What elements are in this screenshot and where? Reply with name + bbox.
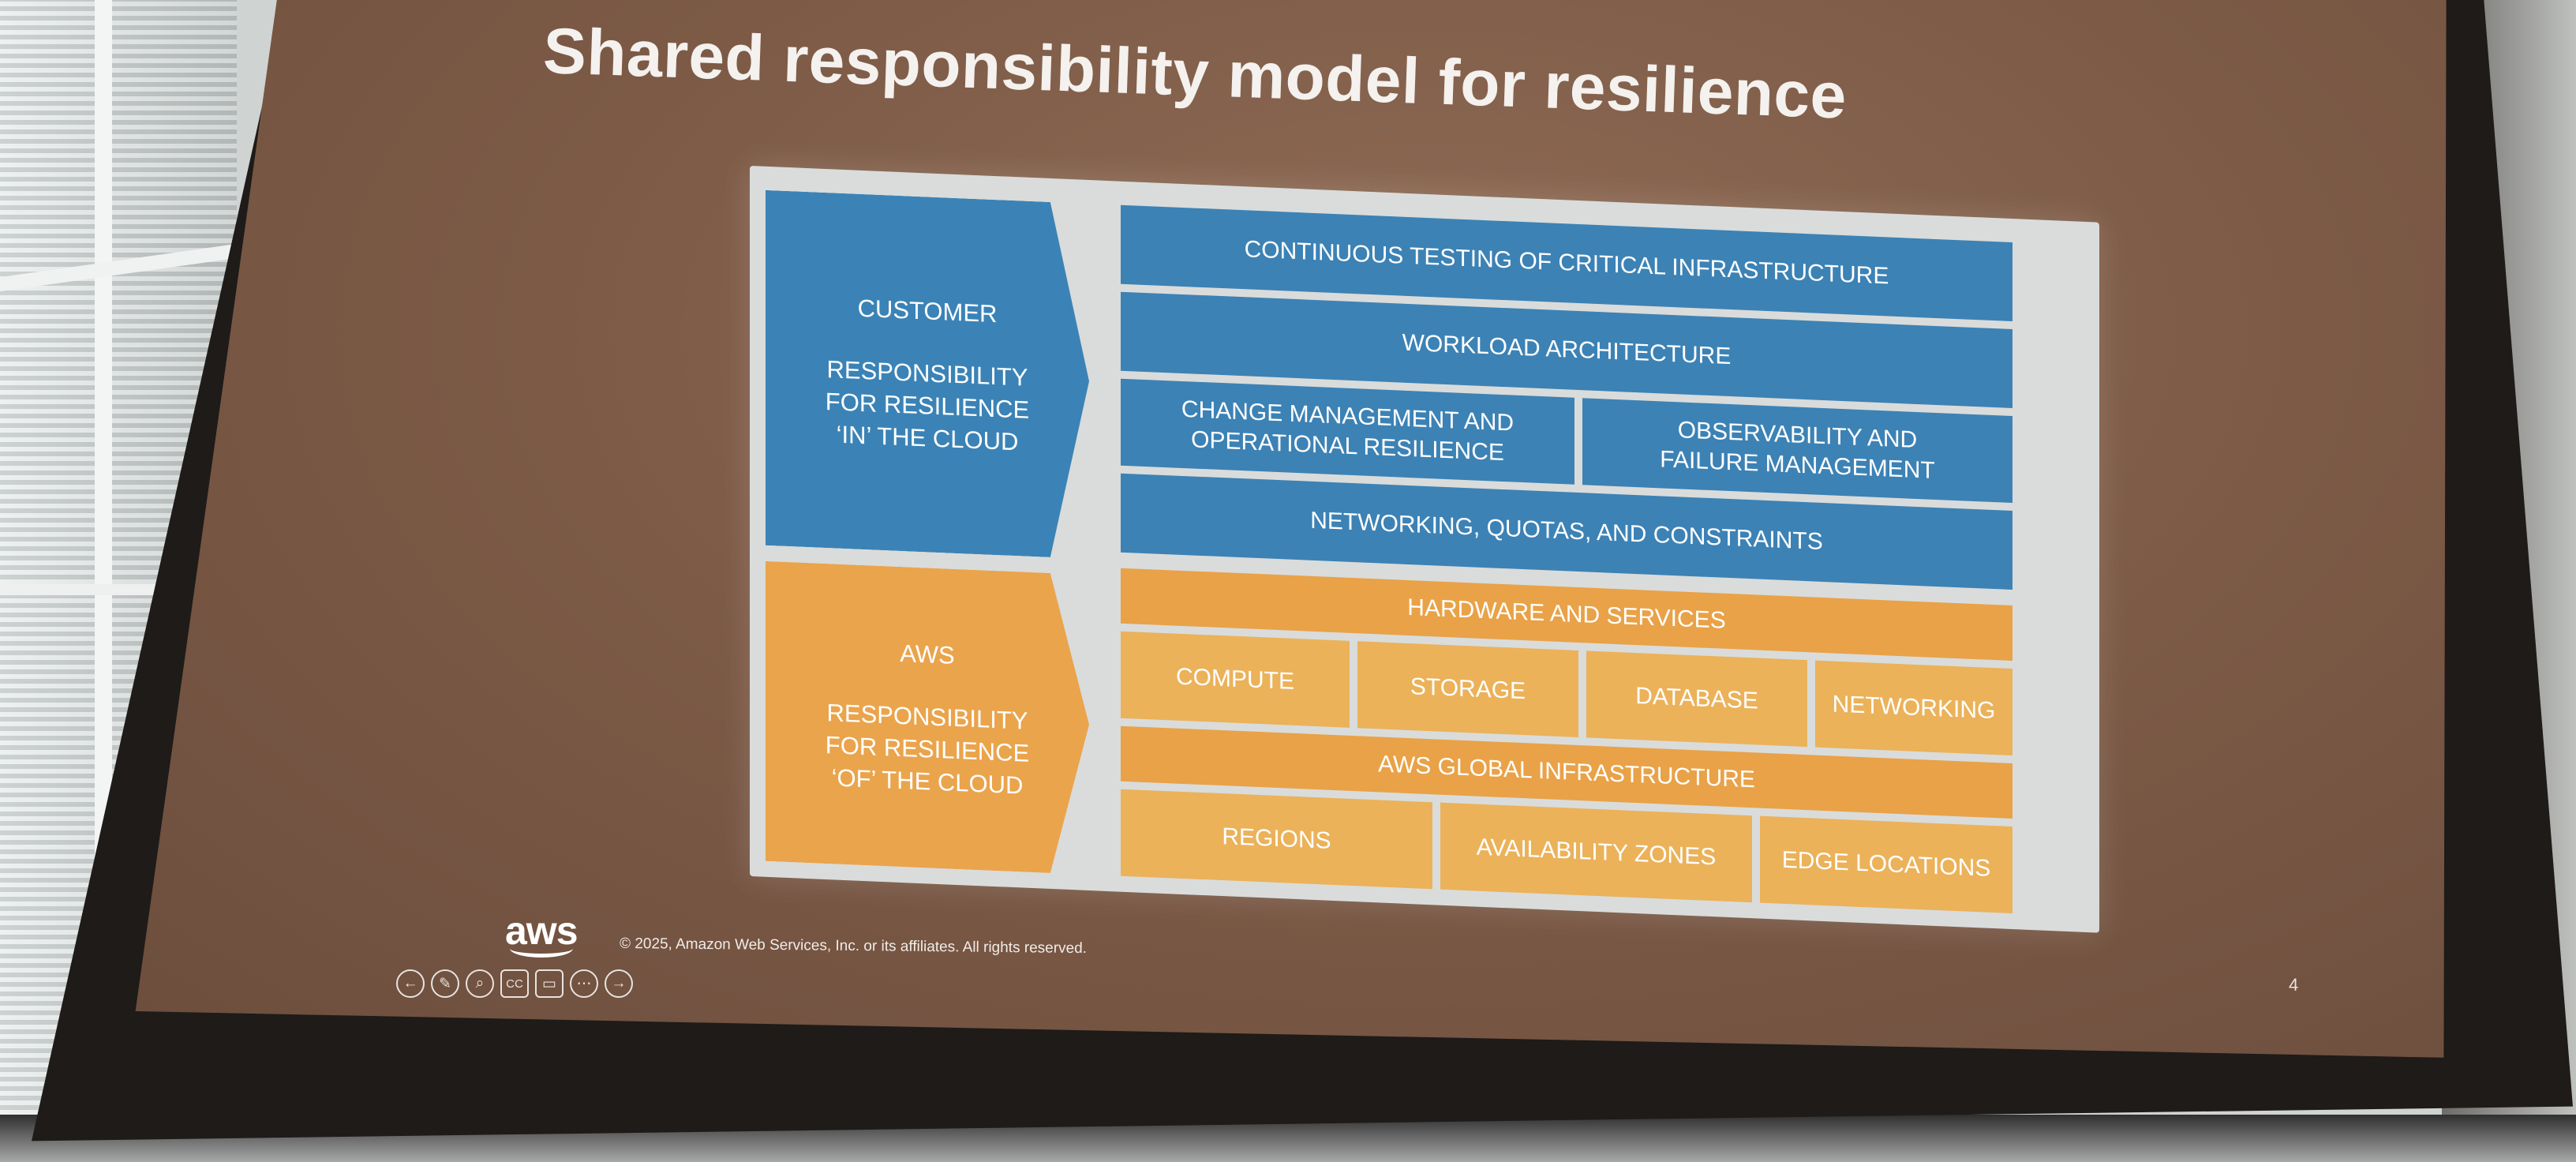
customer-heading: CUSTOMER xyxy=(857,294,998,328)
aws-responsibility-block: AWS RESPONSIBILITY FOR RESILIENCE ‘OF’ T… xyxy=(766,561,1089,875)
customer-responsibility-block: CUSTOMER RESPONSIBILITY FOR RESILIENCE ‘… xyxy=(766,190,1089,559)
availability-zones-cell: AVAILABILITY ZONES xyxy=(1440,802,1752,903)
aws-logo-smile-icon xyxy=(510,939,573,958)
customer-subheading: RESPONSIBILITY FOR RESILIENCE ‘IN’ THE C… xyxy=(825,355,1030,456)
edge-locations-cell: EDGE LOCATIONS xyxy=(1760,815,2012,914)
change-management-label: CHANGE MANAGEMENT AND OPERATIONAL RESILI… xyxy=(1181,395,1515,467)
responsibility-diagram: CUSTOMER RESPONSIBILITY FOR RESILIENCE ‘… xyxy=(750,166,2099,933)
observability-label: OBSERVABILITY AND FAILURE MANAGEMENT xyxy=(1660,417,1935,484)
aws-heading: AWS xyxy=(900,639,955,669)
captions-icon[interactable]: CC xyxy=(500,969,529,998)
camera-icon[interactable]: ▭ xyxy=(535,969,564,998)
presenter-controls: ← ✎ ⌕ CC ▭ ⋯ → xyxy=(396,969,633,998)
copyright-notice: © 2025, Amazon Web Services, Inc. or its… xyxy=(619,935,1088,958)
observability-cell: OBSERVABILITY AND FAILURE MANAGEMENT xyxy=(1582,398,2012,504)
regions-cell: REGIONS xyxy=(1121,789,1432,890)
aws-subheading: RESPONSIBILITY FOR RESILIENCE ‘OF’ THE C… xyxy=(825,699,1030,800)
window-frame xyxy=(95,0,112,1026)
database-cell: DATABASE xyxy=(1586,650,1807,748)
slide-title: Shared responsibility model for resilien… xyxy=(541,14,1848,133)
networking-cell: NETWORKING xyxy=(1815,660,2012,756)
more-icon[interactable]: ⋯ xyxy=(570,969,598,998)
storage-cell: STORAGE xyxy=(1357,641,1578,738)
previous-icon[interactable]: ← xyxy=(396,969,425,998)
next-icon[interactable]: → xyxy=(605,969,633,998)
page-number: 4 xyxy=(2289,975,2299,995)
zoom-icon[interactable]: ⌕ xyxy=(466,969,494,998)
projection-screen: Shared responsibility model for resilien… xyxy=(135,0,2447,1058)
compute-cell: COMPUTE xyxy=(1121,631,1350,728)
pen-icon[interactable]: ✎ xyxy=(431,969,459,998)
